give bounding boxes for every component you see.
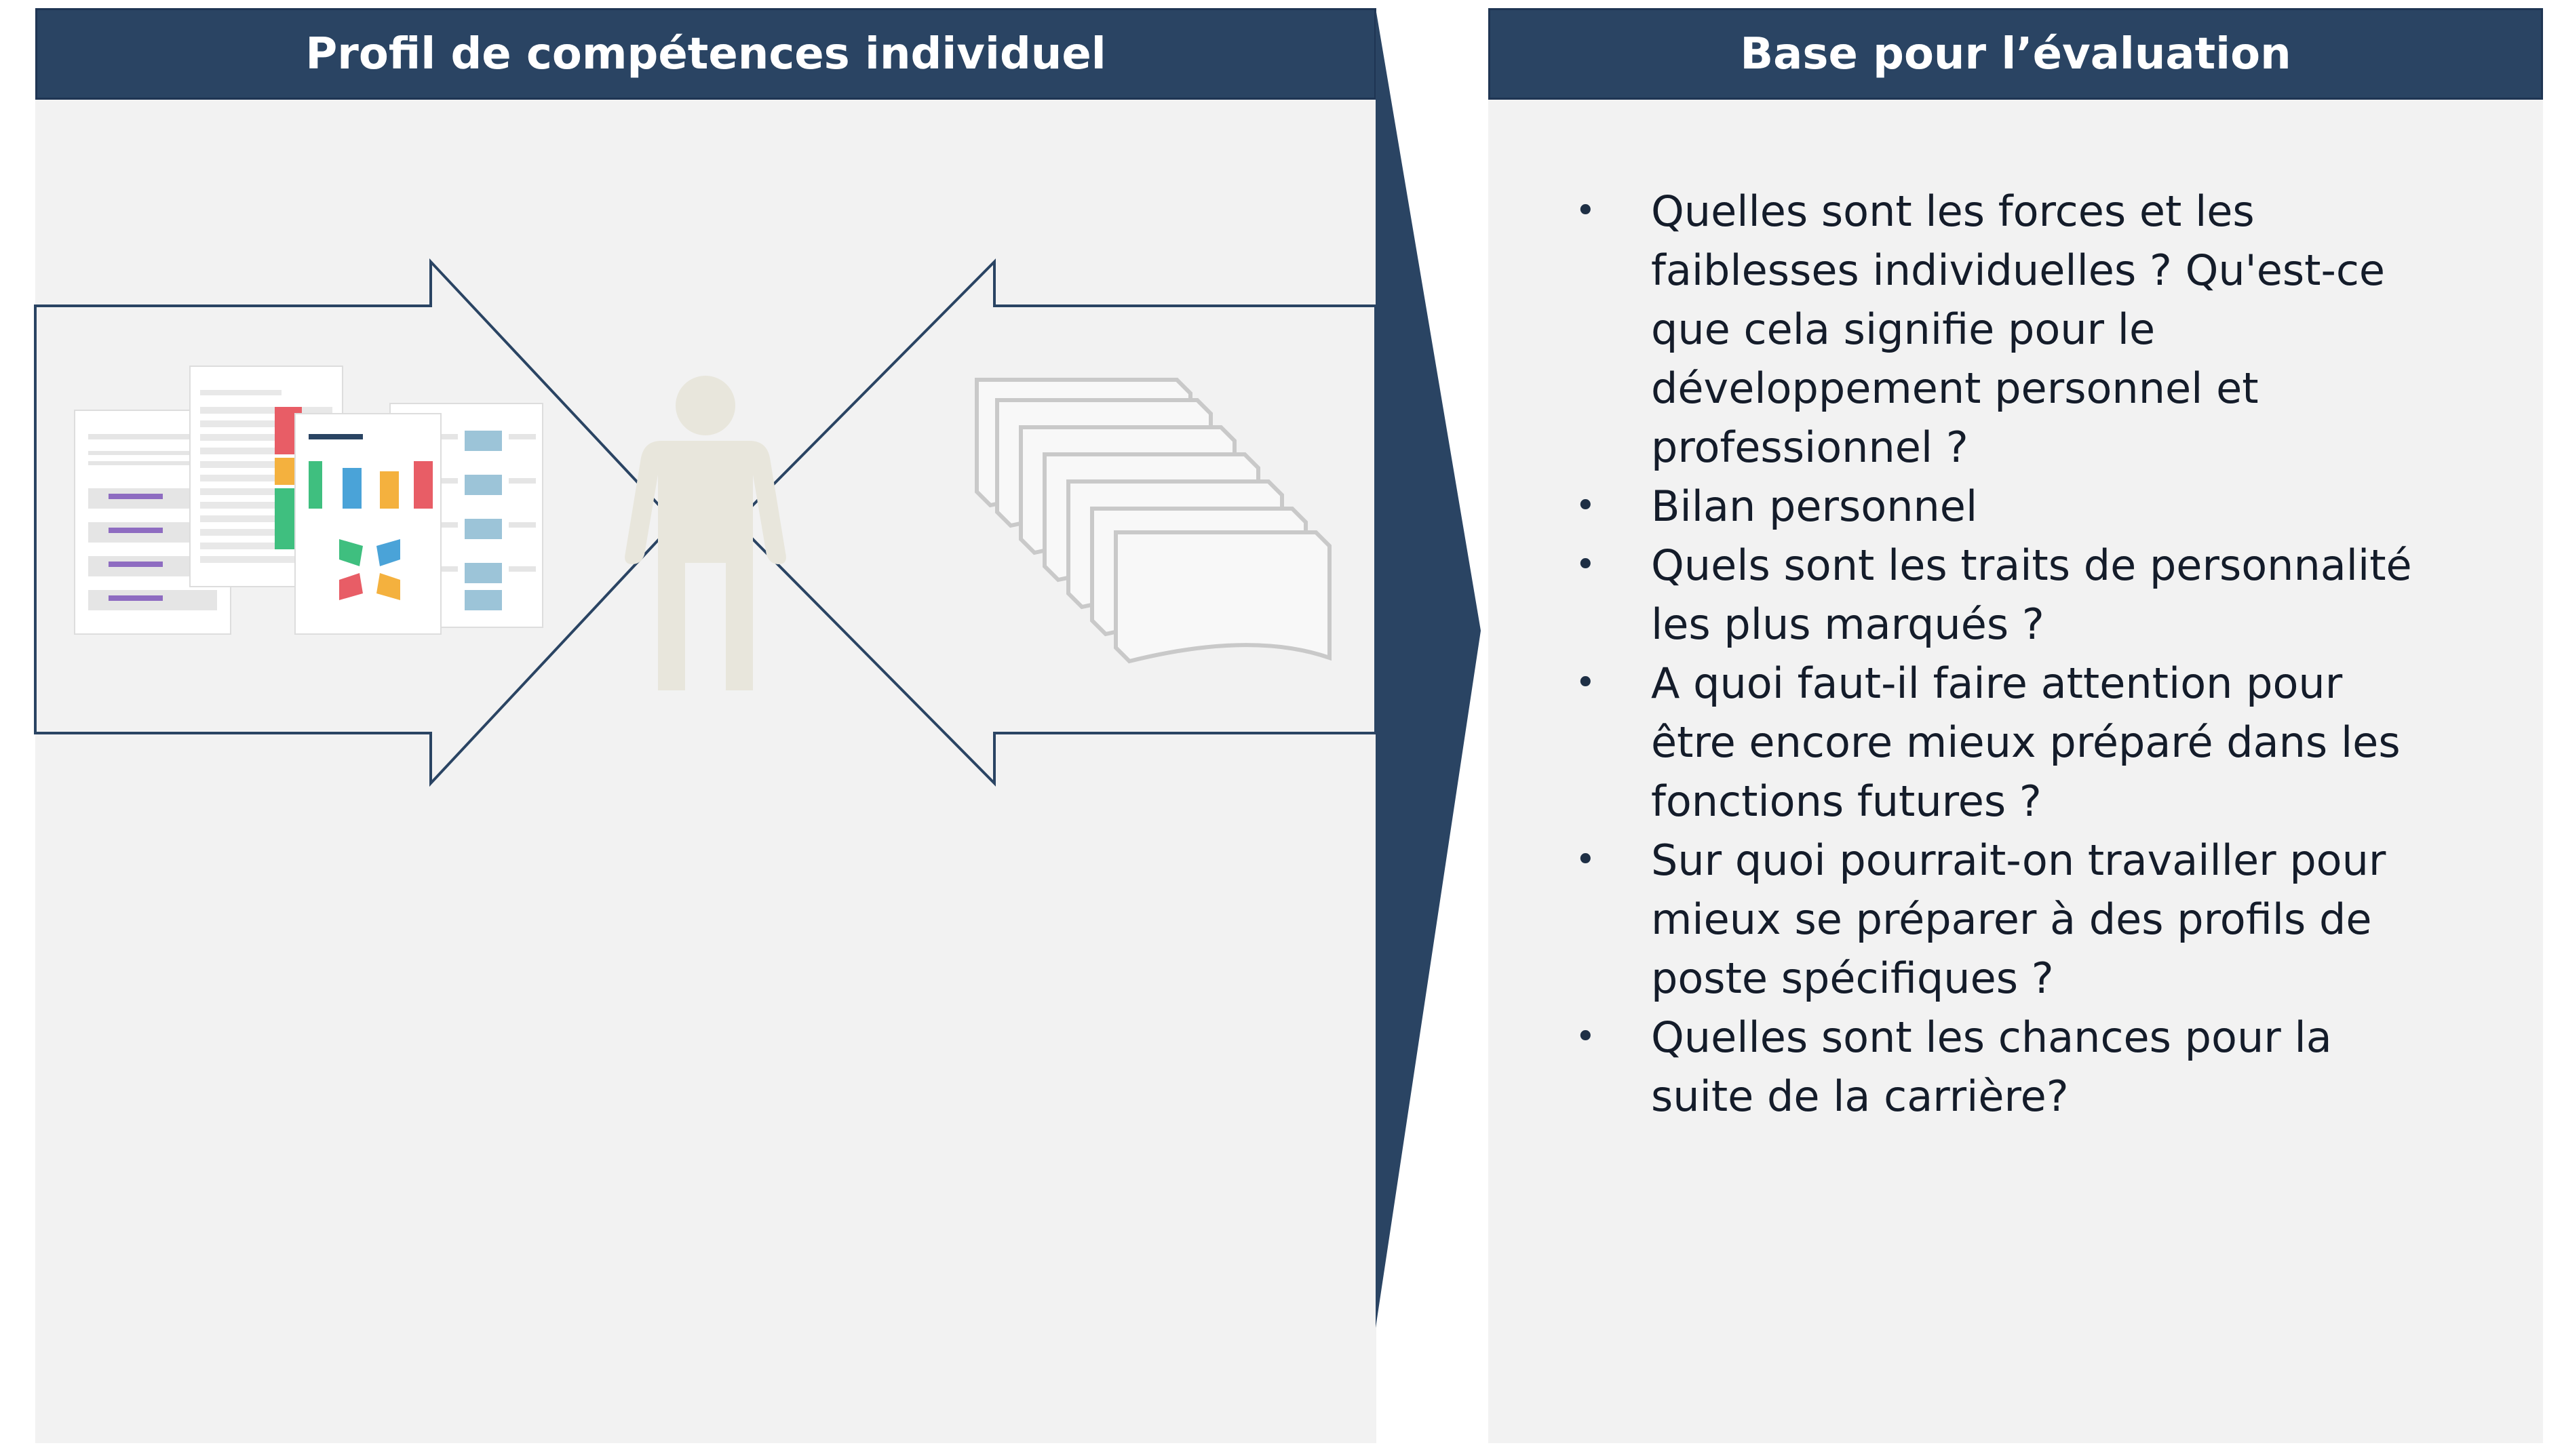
bullet-icon: •	[1575, 191, 1596, 231]
left-panel-title: Profil de compétences individuel	[305, 28, 1106, 79]
list-item: • Bilan personnel	[1570, 477, 2438, 536]
list-item: • Quels sont les traits de personnalité l…	[1570, 536, 2438, 654]
bullet-icon: •	[1575, 840, 1596, 880]
document-stack-icon	[975, 378, 1332, 664]
chevron-arrow	[1376, 8, 1481, 1328]
list-item: • Quelles sont les forces et les faibless…	[1570, 182, 2438, 477]
list-item-text: Sur quoi pourrait-on travailler pour mie…	[1651, 835, 2386, 1003]
list-item: • A quoi faut-il faire attention pour êtr…	[1570, 654, 2438, 831]
list-item: • Quelles sont les chances pour la suite …	[1570, 1008, 2438, 1126]
person-icon	[625, 376, 786, 690]
bullet-icon: •	[1575, 1017, 1596, 1057]
list-item-text: Quelles sont les chances pour la suite d…	[1651, 1012, 2332, 1121]
right-panel-header: Base pour l’évaluation	[1488, 8, 2543, 100]
evaluation-questions-list: • Quelles sont les forces et les faibless…	[1570, 182, 2438, 1126]
list-item-text: Bilan personnel	[1651, 481, 1978, 531]
left-panel-header: Profil de compétences individuel	[35, 8, 1376, 100]
bullet-icon: •	[1575, 545, 1596, 585]
list-item-text: Quelles sont les forces et les faiblesse…	[1651, 186, 2386, 472]
right-panel-title: Base pour l’évaluation	[1740, 28, 2291, 79]
bullet-icon: •	[1575, 663, 1596, 703]
right-panel: Base pour l’évaluation	[1488, 8, 2543, 1443]
list-item: • Sur quoi pourrait-on travailler pour mi…	[1570, 831, 2438, 1008]
report-documents-icon	[74, 366, 543, 635]
list-item-text: A quoi faut-il faire attention pour être…	[1651, 658, 2401, 826]
list-item-text: Quels sont les traits de personnalité le…	[1651, 540, 2412, 649]
bullet-icon: •	[1575, 486, 1596, 526]
